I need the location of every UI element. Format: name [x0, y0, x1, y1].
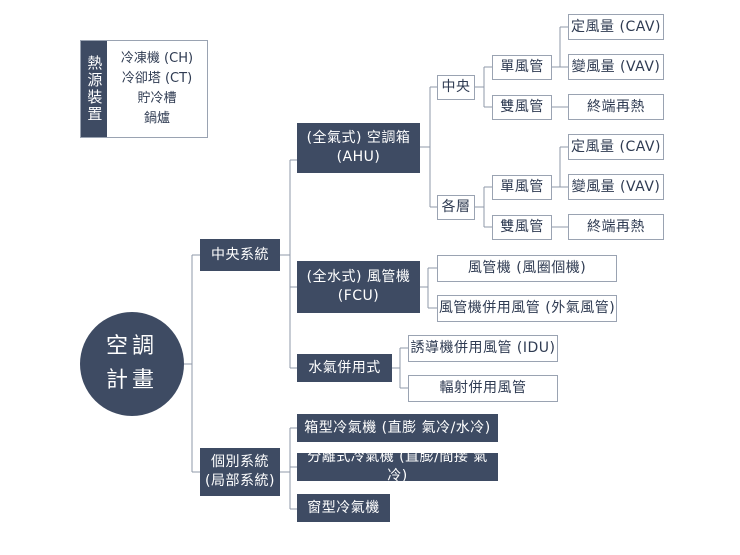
- double-duct-label: 雙風管: [500, 99, 544, 116]
- air-water-item-label: 誘導機併用風管 (IDU): [410, 340, 556, 357]
- heat-source-item: 冷凍機 (CH): [120, 50, 194, 66]
- double-duct-node: 雙風管: [492, 215, 552, 240]
- single-duct-node: 單風管: [492, 175, 552, 200]
- heat-source-title-text: 熱源裝置: [85, 55, 104, 123]
- individual-item-label: 窗型冷氣機: [307, 499, 380, 516]
- heat-source-list: 冷凍機 (CH) 冷卻塔 (CT) 貯冷槽 鍋爐: [107, 41, 207, 137]
- heat-source-item: 貯冷槽: [137, 91, 177, 106]
- ahu-floor-node: 各層: [437, 195, 475, 220]
- cav-node: 定風量 (CAV): [568, 134, 664, 160]
- heat-source-panel: 熱源裝置 冷凍機 (CH) 冷卻塔 (CT) 貯冷槽 鍋爐: [80, 40, 208, 138]
- air-water-label: 水氣併用式: [308, 359, 381, 376]
- vav-label: 變風量 (VAV): [571, 178, 661, 195]
- vav-node: 變風量 (VAV): [568, 174, 664, 200]
- fcu-node: (全水式) 風管機 (FCU): [297, 261, 420, 313]
- ahu-line-1: (全氣式) 空調箱: [306, 130, 411, 147]
- individual-system-node: 個別系統 (局部系統): [200, 448, 280, 496]
- heat-source-item: 鍋爐: [143, 111, 170, 127]
- cav-node: 定風量 (CAV): [568, 14, 664, 40]
- single-duct-node: 單風管: [492, 55, 552, 80]
- fcu-item-label: 風管機併用風管 (外氣風管): [438, 300, 616, 317]
- air-water-item-node: 輻射併用風管: [408, 375, 558, 402]
- root-line-1: 空調: [105, 333, 158, 359]
- air-water-item-node: 誘導機併用風管 (IDU): [408, 335, 558, 362]
- individual-item-label: 分離式冷氣機 (直膨/間接 氣冷): [307, 449, 488, 484]
- fcu-line-2: (FCU): [337, 288, 380, 304]
- terminal-reheat-node: 終端再熱: [568, 94, 664, 120]
- terminal-reheat-label: 終端再熱: [587, 98, 645, 115]
- vav-node: 變風量 (VAV): [568, 54, 664, 80]
- air-water-node: 水氣併用式: [297, 354, 392, 382]
- ahu-central-node: 中央: [437, 75, 475, 100]
- single-duct-label: 單風管: [500, 179, 544, 196]
- individual-item-label: 箱型冷氣機 (直膨 氣冷/水冷): [304, 419, 491, 436]
- single-duct-label: 單風管: [500, 59, 544, 76]
- fcu-line-1: (全水式) 風管機: [306, 269, 411, 286]
- individual-item-node: 窗型冷氣機: [297, 494, 390, 522]
- double-duct-label: 雙風管: [500, 219, 544, 236]
- heat-source-item: 冷卻塔 (CT): [121, 70, 193, 86]
- ahu-node: (全氣式) 空調箱 (AHU): [297, 123, 420, 173]
- cav-label: 定風量 (CAV): [571, 18, 661, 35]
- heat-source-title: 熱源裝置: [81, 41, 107, 137]
- terminal-reheat-label: 終端再熱: [587, 218, 645, 235]
- terminal-reheat-node: 終端再熱: [568, 214, 664, 240]
- fcu-item-node: 風管機 (風圈個機): [437, 255, 617, 282]
- individual-line-2: (局部系統): [205, 473, 275, 489]
- central-system-label: 中央系統: [211, 246, 269, 263]
- double-duct-node: 雙風管: [492, 95, 552, 120]
- ahu-central-label: 中央: [441, 79, 471, 96]
- ahu-line-2: (AHU): [336, 149, 381, 165]
- cav-label: 定風量 (CAV): [571, 138, 661, 155]
- central-system-node: 中央系統: [200, 239, 280, 271]
- individual-item-node: 分離式冷氣機 (直膨/間接 氣冷): [297, 449, 498, 484]
- root-line-2: 計畫: [105, 368, 158, 393]
- individual-line-1: 個別系統: [211, 454, 269, 471]
- individual-item-node: 箱型冷氣機 (直膨 氣冷/水冷): [297, 414, 498, 442]
- fcu-item-label: 風管機 (風圈個機): [467, 260, 587, 277]
- ahu-floor-label: 各層: [441, 199, 471, 216]
- vav-label: 變風量 (VAV): [571, 58, 661, 75]
- fcu-item-node: 風管機併用風管 (外氣風管): [437, 295, 617, 322]
- root-node: 空調 計畫: [80, 312, 184, 416]
- air-water-item-label: 輻射併用風管: [439, 380, 527, 397]
